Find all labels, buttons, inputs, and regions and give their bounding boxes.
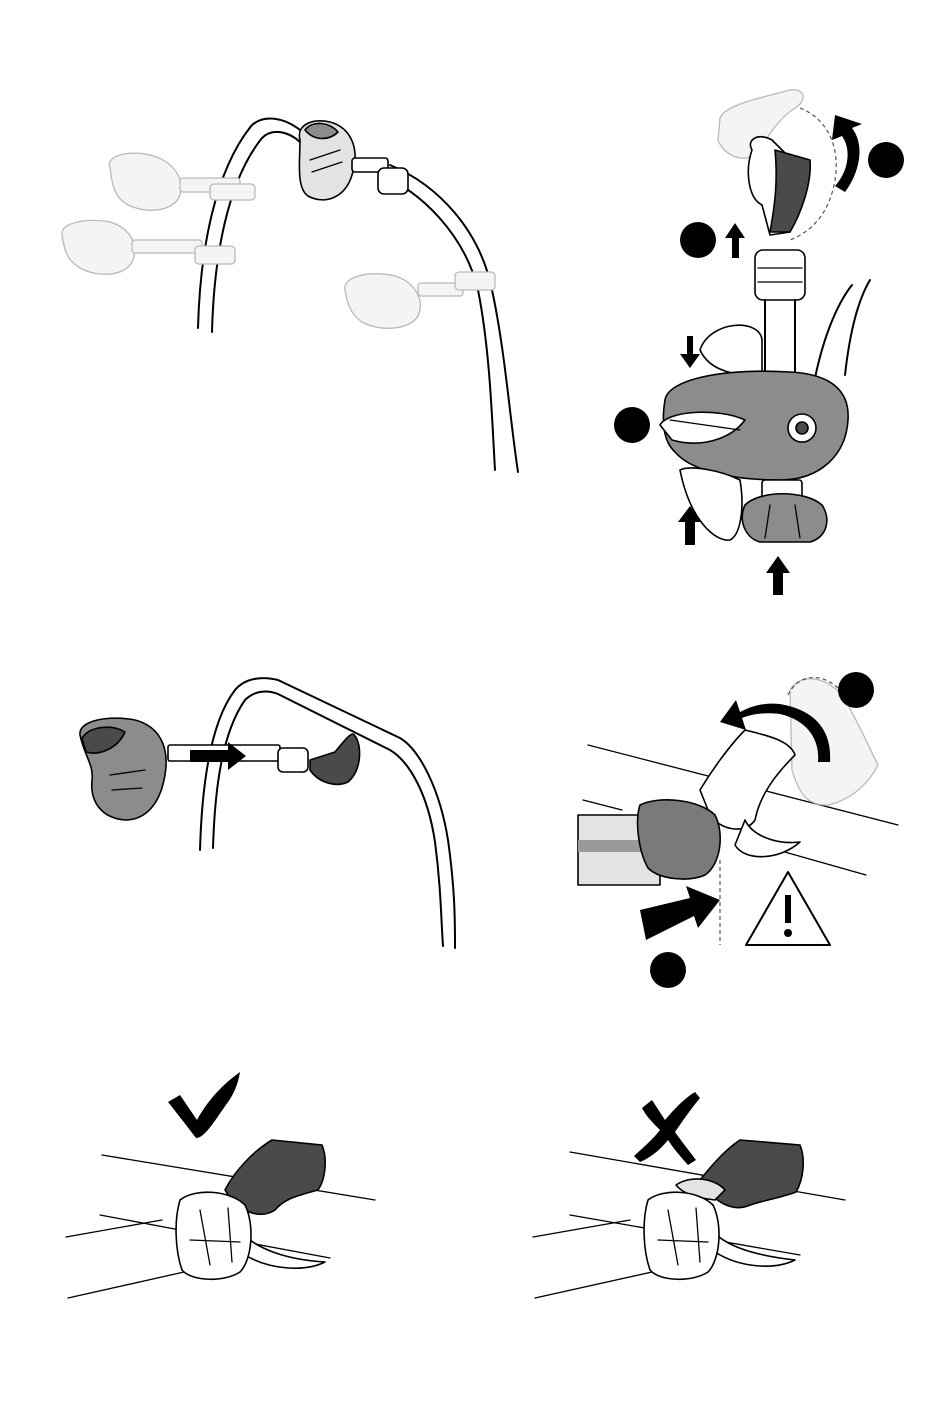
clamp-mounted: [299, 121, 408, 200]
panel-incorrect-position: [533, 1092, 845, 1298]
clamp-handheld: [80, 718, 166, 820]
panel-insert-arm: [80, 678, 455, 948]
step-marker: [680, 222, 716, 258]
arrow-push-icon: [640, 886, 720, 940]
ghost-clamp-upper-left: [109, 153, 255, 210]
arrow-down-icon: [680, 336, 700, 368]
lever: [748, 137, 810, 235]
ghost-clamp-right: [345, 272, 495, 328]
clamp-body: [660, 371, 848, 480]
step-marker: [614, 407, 650, 443]
step-marker: [650, 952, 686, 988]
cross-icon: [634, 1092, 700, 1165]
warning-triangle-icon: [746, 872, 830, 945]
panel-clamp-open: [614, 90, 904, 595]
arrow-up-icon: [766, 556, 790, 595]
check-icon: [168, 1072, 240, 1138]
step-marker: [838, 672, 874, 708]
knob: [742, 480, 827, 542]
panel-clamp-positions: [62, 119, 518, 472]
panel-correct-position: [66, 1072, 375, 1298]
arrow-rotate-icon: [832, 115, 862, 192]
step-marker: [868, 142, 904, 178]
panel-fasten-clamp: [578, 672, 898, 988]
arrow-up-icon: [725, 223, 745, 258]
